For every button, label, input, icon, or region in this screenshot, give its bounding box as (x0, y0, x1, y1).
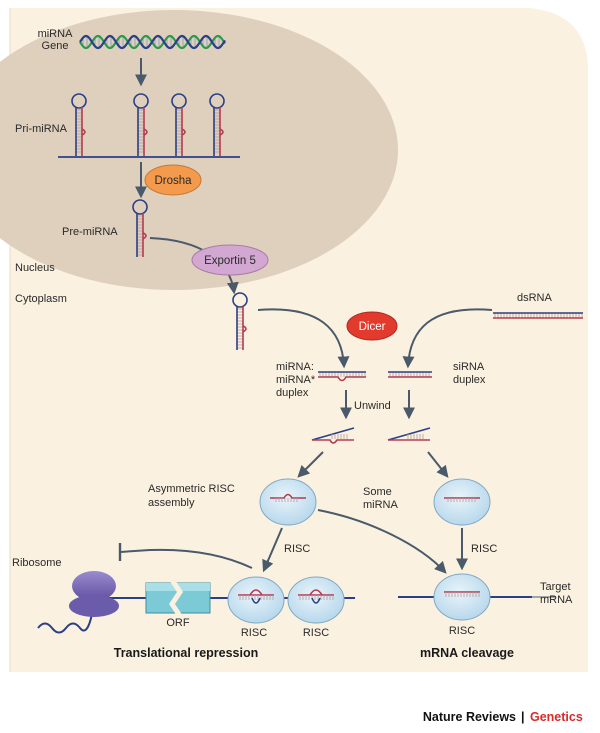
footer-journal: Nature Reviews (423, 710, 516, 724)
risc-right-label: RISC (471, 543, 497, 555)
unwind-label: Unwind (354, 400, 391, 412)
drosha-label: Drosha (154, 175, 192, 187)
pri-mirna-label: Pri-miRNA (15, 123, 68, 135)
some-mirna-label-2: miRNA (363, 499, 398, 511)
caption-translational-repression: Translational repression (114, 646, 259, 660)
dicer-enzyme (346, 311, 398, 341)
mirna-gene-label-2: Gene (42, 40, 69, 52)
risc-sirna (433, 478, 491, 526)
pre-mirna (132, 199, 148, 257)
risc-bottom-3-label: RISC (449, 625, 475, 637)
unwound-sirna (387, 427, 431, 441)
arrow-some-mirna-cleavage (317, 509, 447, 574)
drosha-enzyme (144, 164, 202, 196)
pre-mirna-label: Pre-miRNA (62, 226, 118, 238)
sirna-duplex-label-2: duplex (453, 374, 486, 386)
risc-asymmetric (259, 478, 317, 526)
cytoplasm-label: Cytoplasm (15, 293, 67, 305)
sirna-duplex-label-1: siRNA (453, 361, 485, 373)
sirna-duplex (388, 371, 432, 378)
exportin-5-label: Exportin 5 (204, 255, 256, 267)
arrow-dicer-sirna (402, 308, 493, 369)
nucleus (0, 10, 398, 290)
orf-box (145, 578, 211, 618)
arrow-to-asym-risc (297, 451, 324, 478)
target-mrna-label-1: Target (540, 581, 571, 593)
dicer-label: Dicer (359, 321, 386, 333)
ribosome (69, 571, 119, 617)
pri-mirna (58, 93, 240, 158)
arrow-risc-to-repression (262, 527, 283, 573)
target-mrna-label-2: mRNA (540, 594, 573, 606)
dsrna (493, 312, 583, 319)
footer-separator: | (521, 710, 525, 724)
nucleus-label: Nucleus (15, 262, 55, 274)
dsrna-label: dsRNA (517, 292, 553, 304)
exportin-5 (191, 244, 269, 276)
mirna-duplex-label-3: duplex (276, 387, 309, 399)
repression-inhibition (119, 548, 253, 569)
mrna-left-tail (37, 613, 93, 634)
asym-risc-label-1: Asymmetric RISC (148, 483, 235, 495)
some-mirna-label-1: Some (363, 486, 392, 498)
mirna-duplex-label-1: miRNA: (276, 361, 314, 373)
ribosome-label: Ribosome (12, 557, 62, 569)
footer-section: Genetics (530, 710, 583, 724)
arrow-to-sirna-risc (427, 451, 449, 478)
unwound-mirna (311, 427, 355, 444)
mirna-duplex-label-2: miRNA* (276, 374, 316, 386)
risc-left-label: RISC (284, 543, 310, 555)
asym-risc-label-2: assembly (148, 497, 195, 509)
risc-bottom-1-label: RISC (241, 627, 267, 639)
arrow-dicer-mirna (257, 308, 350, 369)
pre-mirna-cytoplasm (232, 292, 248, 350)
risc-bound-2 (287, 576, 345, 624)
mirna-gene-label-1: miRNA (38, 28, 73, 40)
mirna-gene-dna (79, 34, 226, 50)
orf-label: ORF (166, 617, 190, 629)
caption-mrna-cleavage: mRNA cleavage (420, 646, 514, 660)
mirna-duplex (318, 371, 366, 382)
risc-bound-3 (433, 573, 491, 621)
risc-bound-1 (227, 576, 285, 624)
risc-bottom-2-label: RISC (303, 627, 329, 639)
